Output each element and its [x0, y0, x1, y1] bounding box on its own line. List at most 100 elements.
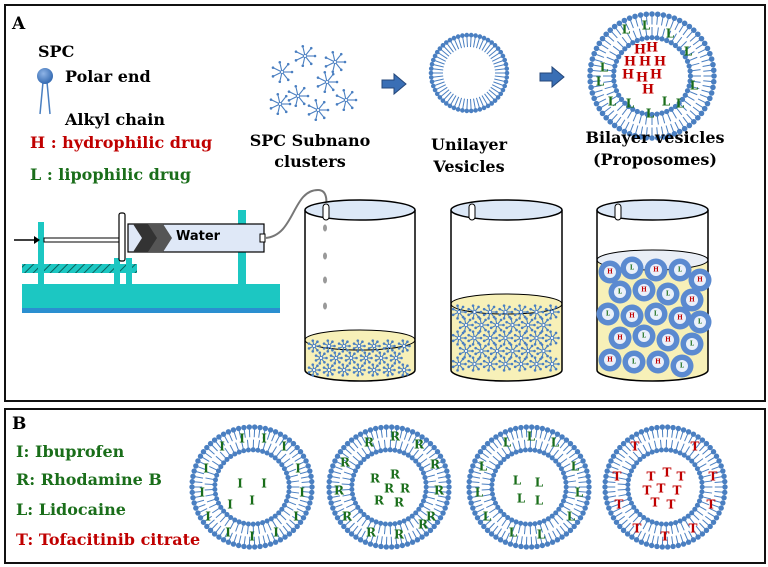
syringe-pump — [14, 188, 328, 313]
drug-mark: L — [575, 486, 584, 500]
drug-mark: R — [394, 528, 405, 542]
drug-mark: L — [513, 474, 522, 488]
lipophilic-drug-mark: L — [690, 79, 699, 93]
drug-mark: I — [249, 530, 255, 544]
drug-mark: I — [227, 498, 233, 512]
hydrophilic-drug-mark: H — [636, 71, 648, 86]
legend-hydrophilic: H : hydrophilic drug — [30, 133, 213, 152]
drug-mark: I — [261, 477, 267, 491]
drug-mark: I — [237, 477, 243, 491]
drug-mark: T — [663, 466, 672, 480]
stage-label-bilayer: Bilayer vesicles — [585, 128, 725, 147]
lipophilic-drug-mark: L — [662, 95, 671, 109]
hydrophilic-drug-mark: H — [641, 287, 647, 294]
drug-mark: I — [261, 432, 267, 446]
lipid-molecule-icon — [37, 68, 53, 115]
drug-mark: T — [631, 440, 640, 454]
panel-a-label: A — [12, 14, 26, 34]
hydrophilic-drug-mark: H — [607, 269, 613, 276]
lipophilic-drug-mark: L — [618, 289, 623, 296]
lipophilic-drug-mark: L — [608, 95, 617, 109]
hydrophilic-drug-mark: H — [617, 335, 623, 342]
drug-mark: R — [390, 468, 401, 482]
drug-mark: R — [364, 436, 375, 450]
lipophilic-drug-mark: L — [596, 75, 605, 89]
lipophilic-drug-mark: L — [622, 23, 631, 37]
stage-label-clusters: SPC Subnano — [249, 131, 371, 150]
arrow-icon — [381, 72, 407, 96]
drug-mark: T — [633, 522, 642, 536]
drug-mark: R — [394, 496, 405, 510]
drug-mark: R — [418, 518, 429, 532]
lipophilic-drug-mark: L — [642, 333, 647, 340]
lipophilic-drug-mark: L — [698, 319, 703, 326]
arrow-icon — [539, 65, 565, 89]
spc-subnano-clusters — [269, 44, 358, 122]
lipophilic-drug-mark: L — [680, 363, 685, 370]
drug-mark: I — [295, 462, 301, 476]
drug-mark: L — [537, 528, 546, 542]
stage-label-unilayer: Unilayer — [430, 135, 508, 154]
drug-mark: R — [340, 456, 351, 470]
drug-mark: R — [370, 472, 381, 486]
drug-mark: I — [219, 440, 225, 454]
lipophilic-drug-mark: L — [684, 45, 693, 59]
drug-mark: R — [426, 510, 437, 524]
drug-mark: I — [225, 526, 231, 540]
drug-mark: I — [281, 440, 287, 454]
drug-mark: I — [205, 510, 211, 524]
drug-mark: R — [342, 510, 353, 524]
drug-mark: T — [709, 470, 718, 484]
lipophilic-drug-mark: L — [642, 19, 651, 33]
drug-mark: T — [677, 470, 686, 484]
hydrophilic-drug-mark: H — [677, 315, 683, 322]
drug-mark: T — [643, 484, 652, 498]
lipophilic-drug-mark: L — [666, 27, 675, 41]
drug-mark: I — [249, 494, 255, 508]
drug-mark: I — [273, 526, 279, 540]
hydrophilic-drug-mark: H — [665, 337, 671, 344]
legend-title: SPC — [38, 42, 75, 61]
drug-mark: R — [390, 430, 401, 444]
stage-label-clusters-2: clusters — [274, 152, 346, 171]
drug-mark: T — [615, 498, 624, 512]
drug-mark: R — [366, 526, 377, 540]
panel-b-label: B — [12, 414, 27, 434]
stage-label-unilayer-2: Vesicles — [433, 157, 505, 176]
lipophilic-drug-mark: L — [666, 291, 671, 298]
hydrophilic-drug-mark: H — [624, 55, 636, 70]
lipophilic-drug-mark: L — [600, 61, 609, 75]
drug-mark: T — [689, 522, 698, 536]
drug-mark: R — [374, 494, 385, 508]
drug-rhodamine-b: R: Rhodamine B — [16, 470, 162, 489]
lipophilic-drug-mark: L — [678, 267, 683, 274]
drug-mark: T — [707, 498, 716, 512]
drug-mark: R — [400, 482, 411, 496]
hydrophilic-drug-mark: H — [650, 68, 662, 83]
drug-mark: T — [661, 530, 670, 544]
drug-mark: R — [414, 438, 425, 452]
hydrophilic-drug-mark: H — [654, 55, 666, 70]
drug-lidocaine: L: Lidocaine — [16, 500, 126, 519]
drug-mark: L — [567, 510, 576, 524]
hydrophilic-drug-mark: H — [629, 313, 635, 320]
drug-mark: L — [483, 510, 492, 524]
lipophilic-drug-mark: L — [630, 265, 635, 272]
stage-label-bilayer-2: (Proposomes) — [593, 150, 717, 169]
hydrophilic-drug-mark: H — [607, 357, 613, 364]
drug-mark: L — [503, 436, 512, 450]
hydrophilic-drug-mark: H — [622, 68, 634, 83]
drug-mark: I — [293, 510, 299, 524]
hydrophilic-drug-mark: H — [697, 277, 703, 284]
drug-mark: T — [613, 470, 622, 484]
legend-alkyl-chain: Alkyl chain — [65, 110, 165, 129]
drug-mark: L — [475, 486, 484, 500]
lipophilic-drug-mark: L — [654, 311, 659, 318]
drug-mark: I — [239, 432, 245, 446]
hydrophilic-drug-mark: H — [634, 43, 646, 58]
drug-mark: T — [651, 496, 660, 510]
